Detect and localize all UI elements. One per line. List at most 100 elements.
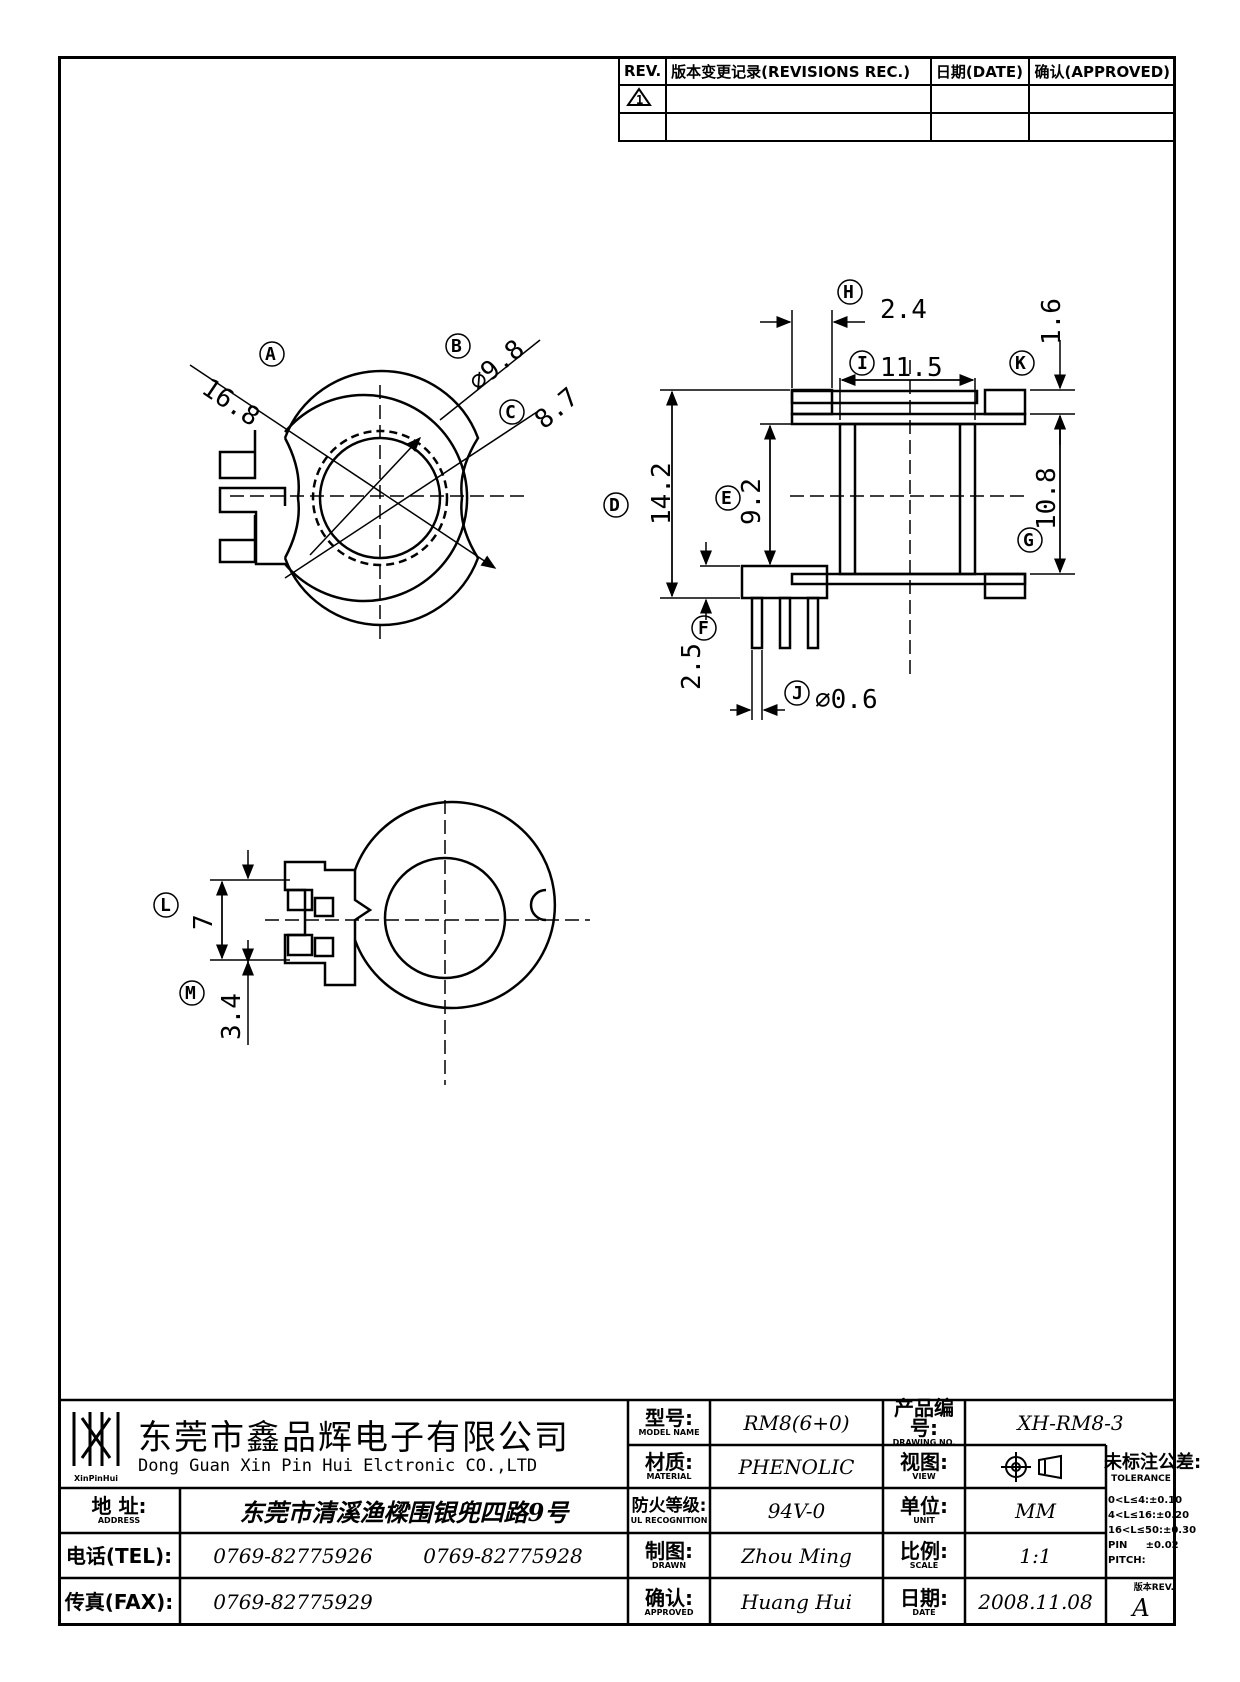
scale-value: 1:1	[1019, 1543, 1052, 1568]
dim-f-value: 2.5	[677, 643, 707, 690]
rev-row2-date	[929, 112, 1031, 142]
revision-triangle-icon: 1	[626, 87, 652, 107]
dim-m-value: 3.4	[217, 993, 247, 1040]
tolerance-row: 4<L≤16:±0.20	[1108, 1510, 1190, 1521]
company-name-cn: 东莞市鑫品辉电子有限公司	[138, 1418, 570, 1458]
drawing-frame	[58, 56, 1176, 1626]
drawing-no-label: 产品编号:DRAWING NO.	[892, 1396, 956, 1447]
tel-label: 电话(TEL):	[65, 1543, 173, 1568]
approved-value: Huang Hui	[740, 1590, 852, 1614]
unit-value: MM	[1015, 1498, 1056, 1523]
drawn-value: Zhou Ming	[741, 1543, 852, 1568]
callout-d: D	[603, 492, 629, 518]
ul-label: 防火等级:UL RECOGNITION	[630, 1496, 708, 1525]
model-value: RM8(6+0)	[743, 1410, 850, 1435]
rev-value: A	[1132, 1594, 1150, 1622]
tel-2-value: 0769-82775928	[423, 1543, 583, 1568]
svg-text:I: I	[857, 353, 868, 374]
fax-label: 传真(FAX):	[64, 1590, 174, 1614]
callout-i: I	[849, 350, 875, 376]
date-header: 日期(DATE)	[929, 56, 1031, 86]
dim-d-value: 14.2	[647, 462, 677, 525]
drawn-label: 制图:DRAWN	[645, 1539, 693, 1570]
svg-text:C: C	[505, 402, 516, 423]
callout-g: G	[1017, 527, 1043, 553]
rev-row2-rev	[617, 112, 668, 142]
technical-drawing: 16.8 ⌀9.8 8.7 14.2 9.2 2.5 10.8 2.4 11.5…	[153, 279, 1075, 1085]
callout-b: B	[445, 333, 471, 359]
address-value: 东莞市清溪渔樑围银兜四路9号	[239, 1498, 569, 1527]
rev-header: REV.	[617, 56, 668, 86]
first-angle-projection-icon	[1000, 1451, 1062, 1482]
rev-row1-record	[665, 84, 932, 114]
svg-text:F: F	[698, 618, 709, 639]
approved-label: 确认:APPROVED	[644, 1585, 694, 1617]
scale-label: 比例:SCALE	[900, 1539, 948, 1570]
rev-row2-record	[665, 112, 932, 142]
rev-row1-approved	[1028, 84, 1176, 114]
callout-e: E	[715, 485, 741, 511]
tolerance-row: 16<L≤50:±0.30	[1108, 1525, 1197, 1536]
svg-text:E: E	[721, 488, 732, 509]
dim-j-value: ⌀0.6	[815, 685, 878, 715]
dim-e-value: 9.2	[737, 478, 767, 525]
title-block-grid	[58, 1398, 1176, 1626]
svg-text:K: K	[1015, 353, 1026, 374]
tolerance-table: 0<L≤4:±0.10 4<L≤16:±0.20 16<L≤50:±0.30 P…	[1108, 1493, 1197, 1568]
callout-m: M	[179, 980, 205, 1006]
svg-text:J: J	[792, 683, 803, 704]
rev-label: 版本REV.	[1133, 1583, 1174, 1593]
callout-f: F	[691, 615, 717, 641]
ul-value: 94V-0	[767, 1498, 826, 1523]
revision-table: REV. 版本变更记录(REVISIONS REC.) 日期(DATE) 确认(…	[617, 56, 1176, 142]
callout-a: A	[259, 341, 285, 367]
svg-text:D: D	[609, 495, 620, 516]
view-label: 视图:VIEW	[900, 1450, 948, 1481]
date-value: 2008.11.08	[978, 1590, 1093, 1614]
drawing-no-value: XH-RM8-3	[1017, 1410, 1124, 1435]
title-block: XinPinHui 东莞市鑫品辉电子有限公司 Dong Guan Xin Pin…	[58, 1396, 1201, 1626]
company-name-en: Dong Guan Xin Pin Hui Elctronic CO.,LTD	[138, 1456, 538, 1476]
svg-text:1: 1	[636, 93, 643, 107]
svg-text:G: G	[1023, 530, 1034, 551]
svg-text:A: A	[265, 344, 276, 365]
bottom-view	[210, 800, 590, 1085]
dim-l-value: 7	[189, 914, 219, 930]
top-view	[189, 339, 541, 640]
dim-k-value: 1.6	[1037, 298, 1067, 345]
material-value: PHENOLIC	[738, 1454, 855, 1479]
rev-row1-date	[929, 84, 1031, 114]
approved-header: 确认(APPROVED)	[1028, 56, 1176, 86]
dim-i-value: 11.5	[880, 353, 943, 383]
dim-a-value: 16.8	[196, 373, 265, 433]
tolerance-label: 未标注公差:	[1104, 1452, 1202, 1473]
tel-1-value: 0769-82775926	[213, 1543, 373, 1568]
model-label: 型号:MODEL NAME	[638, 1406, 700, 1437]
svg-text:L: L	[160, 895, 171, 916]
address-label: 地 址:ADDRESS	[91, 1494, 147, 1525]
dim-g-value: 10.8	[1032, 467, 1062, 530]
material-label: 材质:MATERIAL	[645, 1450, 693, 1481]
xinpinhui-logo-icon	[72, 1412, 120, 1466]
company-logo: XinPinHui	[66, 1408, 126, 1483]
dim-b-value: ⌀9.8	[463, 334, 530, 397]
svg-text:M: M	[185, 983, 196, 1004]
side-view	[660, 310, 1075, 720]
svg-text:H: H	[843, 282, 854, 303]
callout-h: H	[837, 279, 863, 305]
logo-text: XinPinHui	[73, 1474, 119, 1483]
revisions-record-header: 版本变更记录(REVISIONS REC.)	[665, 56, 932, 86]
rev-marker: 1	[617, 84, 668, 114]
dim-h-value: 2.4	[880, 295, 927, 325]
tolerance-block: 未标注公差: TOLERANCE	[1104, 1448, 1201, 1484]
tolerance-label-en: TOLERANCE	[1111, 1474, 1171, 1484]
tolerance-row: 0<L≤4:±0.10	[1108, 1495, 1183, 1506]
callout-j: J	[784, 680, 810, 706]
tolerance-row: PIN PITCH:±0.02	[1108, 1540, 1179, 1566]
callout-k: K	[1009, 350, 1035, 376]
unit-label: 单位:UNIT	[900, 1494, 948, 1525]
fax-value: 0769-82775929	[213, 1590, 373, 1614]
projection-symbol	[965, 1445, 1106, 1488]
callout-l: L	[153, 892, 179, 918]
svg-text:B: B	[451, 336, 462, 357]
